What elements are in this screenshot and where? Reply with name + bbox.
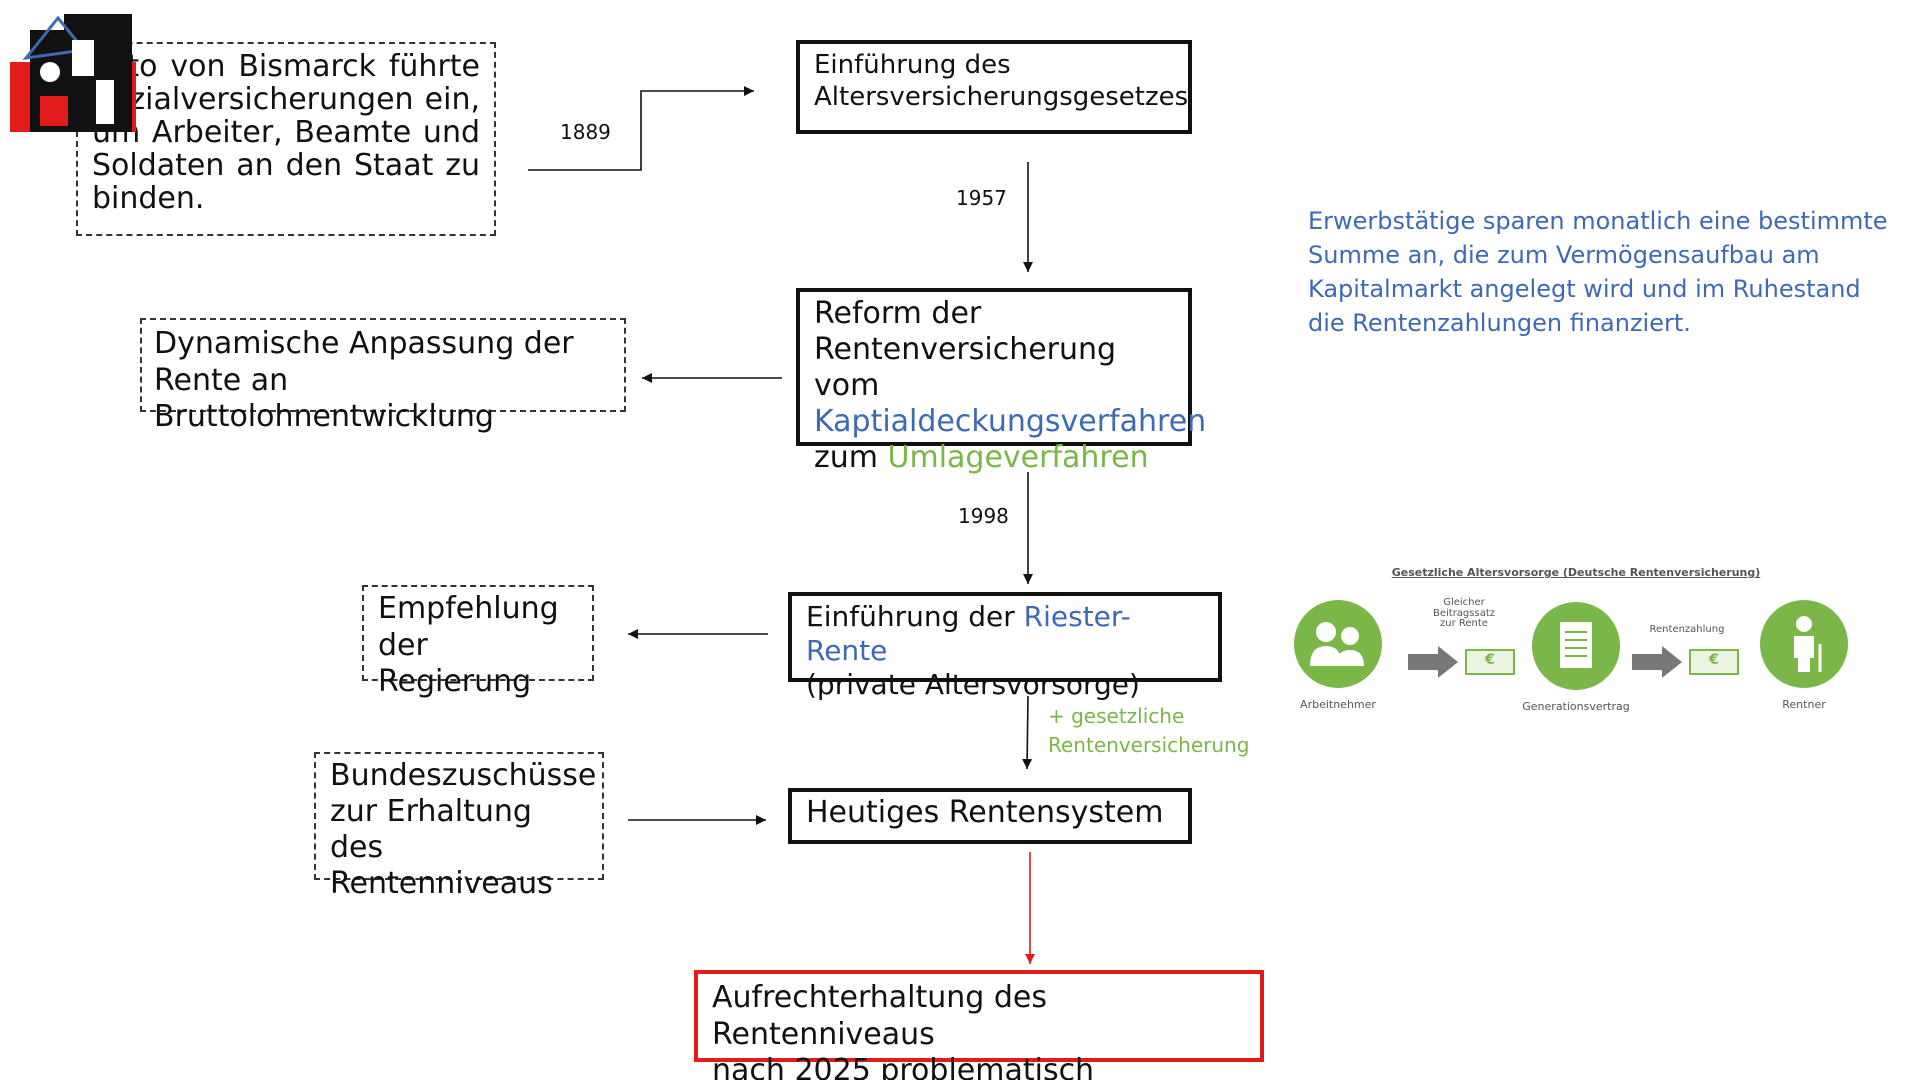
altersversicherung-line-2: Altersversicherungsgesetzes bbox=[814, 81, 1189, 112]
empfehlung-line-2: der Regierung bbox=[378, 627, 532, 700]
riester-prefix: Einführung der bbox=[806, 600, 1024, 633]
gesetzlich-line-2: Rentenversicherung bbox=[1048, 733, 1250, 757]
bismarck-line-3: um Arbeiter, Beamte und bbox=[92, 115, 480, 150]
kapitaldeckung-explanation: Erwerbstätige sparen monatlich eine best… bbox=[1308, 207, 1888, 338]
altersversicherung-line-1: Einführung des bbox=[814, 50, 1011, 80]
aufrecht-line-1: Aufrechterhaltung des Rentenniveaus bbox=[712, 980, 1047, 1052]
aufrechterhaltung-box: Aufrechterhaltung des Rentenniveaus nach… bbox=[694, 970, 1264, 1080]
arrow-money-icon-2 bbox=[1632, 646, 1739, 678]
beitragssatz-label: Gleicher Beitragssatz zur Rente bbox=[1414, 597, 1514, 630]
riester-line-2: (private Altersvorsorge) bbox=[806, 668, 1140, 702]
dynamische-line-1: Dynamische Anpassung der bbox=[154, 326, 574, 361]
beitrag-line-3: zur Rente bbox=[1440, 618, 1488, 629]
riester-term: Riester-Rente bbox=[806, 600, 1131, 668]
riester-line-1: Einführung der Riester-Rente bbox=[806, 600, 1204, 668]
arrow-money-icon bbox=[1408, 646, 1515, 678]
bismarck-line-4: Soldaten an den Staat zu bbox=[92, 148, 480, 183]
reform-umlage-term: Umlageverfahren bbox=[887, 440, 1149, 475]
reform-line-1: Reform der bbox=[814, 296, 982, 331]
year-1957-label: 1957 bbox=[956, 186, 1007, 210]
reform-line-2: Rentenversicherung vom bbox=[814, 332, 1117, 403]
altersversicherung-box: Einführung des Altersversicherungsgesetz… bbox=[796, 40, 1192, 134]
reform-line-4: zum Umlageverfahren bbox=[814, 440, 1174, 476]
reform-kapital-term: Kaptialdeckungsverfahren bbox=[814, 404, 1207, 439]
contract-document-icon bbox=[1560, 622, 1592, 668]
reform-zum: zum bbox=[814, 440, 888, 475]
pension-graphic-title: Gesetzliche Altersvorsorge (Deutsche Ren… bbox=[1391, 566, 1761, 579]
bismarck-line-1: Otto von Bismarck führte bbox=[92, 49, 480, 84]
aufrecht-line-2: nach 2025 problematisch bbox=[712, 1053, 1095, 1080]
bismarck-line-5: binden. bbox=[92, 181, 205, 216]
bundeszuschuesse-box: Bundeszuschüsse zur Erhaltung des Renten… bbox=[314, 752, 604, 901]
beitrag-line-2: Beitragssatz bbox=[1432, 607, 1496, 619]
bismarck-line-2: Sozialversicherungen ein, bbox=[92, 82, 480, 117]
bismarck-box: Otto von Bismarck führte Sozialversicher… bbox=[76, 42, 496, 236]
beitrag-line-1: Gleicher bbox=[1443, 597, 1485, 608]
arbeitnehmer-circle bbox=[1294, 600, 1382, 688]
rentner-label: Rentner bbox=[1782, 698, 1826, 711]
arbeitnehmer-label: Arbeitnehmer bbox=[1300, 698, 1376, 711]
logo-icon bbox=[10, 14, 136, 132]
gesetzlich-line-1: + gesetzliche bbox=[1048, 704, 1185, 728]
generationsvertrag-label: Generationsvertrag bbox=[1522, 700, 1630, 713]
dynamische-anpassung-box: Dynamische Anpassung der Rente an Brutto… bbox=[140, 318, 626, 434]
reform-box: Reform der Rentenversicherung vom Kaptia… bbox=[796, 288, 1207, 475]
rentenzahlung-label: Rentenzahlung bbox=[1649, 624, 1725, 635]
bundes-line-3: Rentenniveaus bbox=[330, 866, 553, 901]
year-1889-label: 1889 bbox=[560, 120, 611, 144]
empfehlung-line-1: Empfehlung bbox=[378, 591, 559, 626]
dynamische-line-2: Rente an Bruttolohnentwicklung bbox=[154, 362, 494, 435]
workers-icon bbox=[1310, 622, 1364, 666]
rentner-circle bbox=[1760, 600, 1848, 688]
bundes-line-1: Bundeszuschüsse bbox=[330, 758, 597, 793]
bundes-line-2: zur Erhaltung des bbox=[330, 794, 532, 865]
heutiges-rentensystem-box: Heutiges Rentensystem bbox=[788, 788, 1192, 844]
generationsvertrag-circle bbox=[1532, 602, 1620, 690]
gesetzliche-rentenversicherung-note: + gesetzliche Rentenversicherung bbox=[1048, 702, 1249, 760]
heutiges-label: Heutiges Rentensystem bbox=[806, 795, 1164, 830]
arrow-bismarck-to-altersversicherung bbox=[528, 86, 754, 171]
year-1998-label: 1998 bbox=[958, 504, 1009, 528]
senior-person-icon bbox=[1794, 616, 1822, 672]
riester-box: Einführung der Riester-Rente (private Al… bbox=[788, 592, 1222, 701]
arrow-riester-to-heutiges bbox=[1022, 695, 1033, 770]
euro-symbol-2: € bbox=[1709, 652, 1719, 668]
empfehlung-box: Empfehlung der Regierung bbox=[362, 585, 594, 699]
euro-symbol-1: € bbox=[1485, 652, 1495, 668]
gesetzliche-altersvorsorge-graphic: Gesetzliche Altersvorsorge (Deutsche Ren… bbox=[1286, 562, 1866, 722]
